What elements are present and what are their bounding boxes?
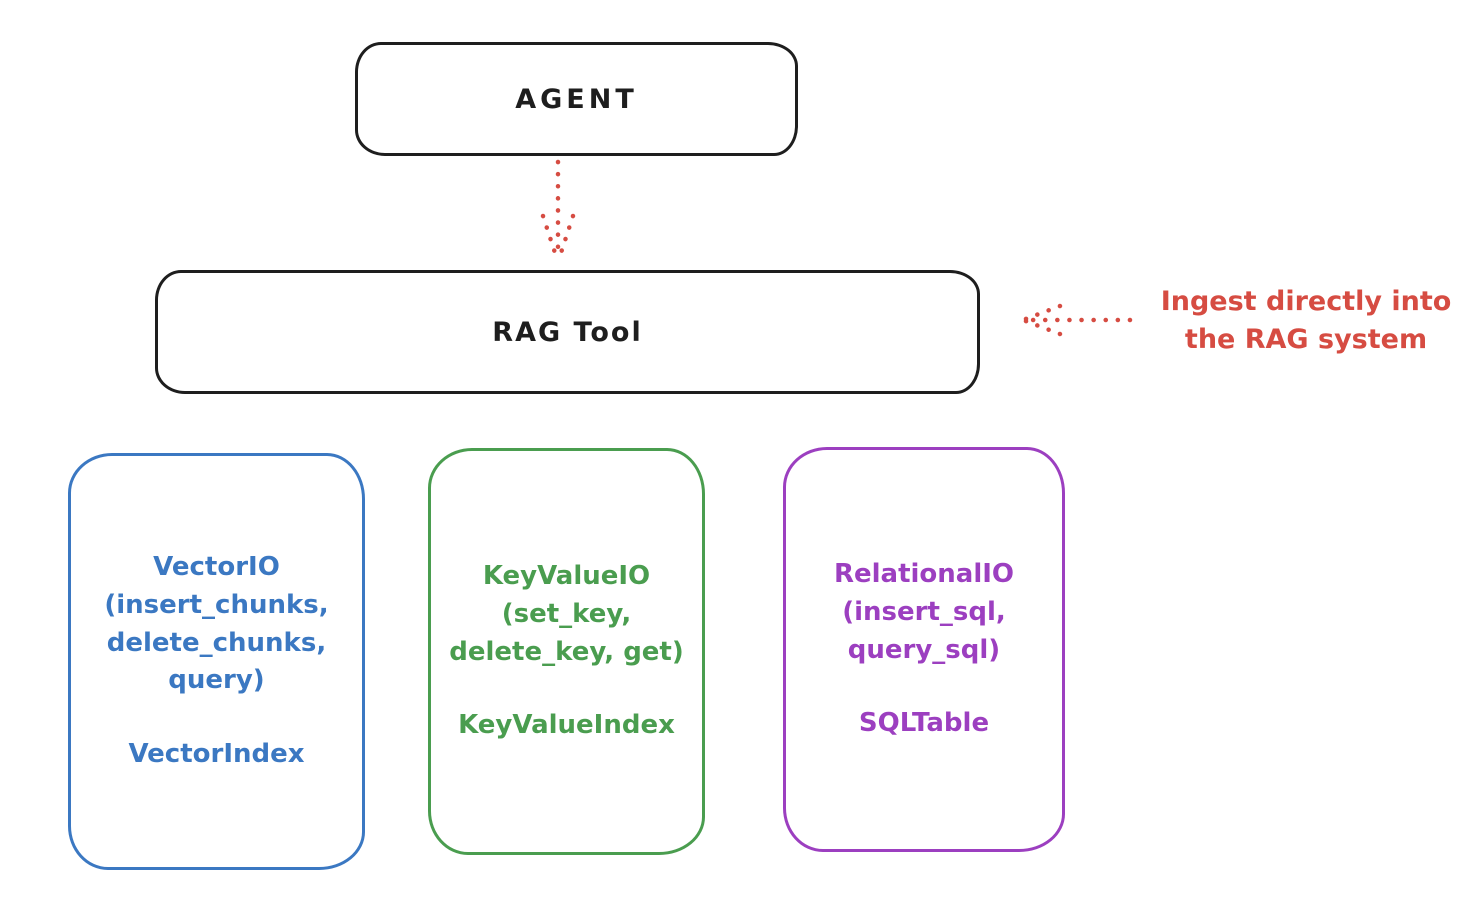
annotation-text: Ingest directly into the RAG system — [1160, 286, 1452, 355]
agent-label: AGENT — [515, 83, 638, 115]
agent-to-rag-tool-arrow — [540, 159, 576, 262]
keyvalue-index-label: KeyValueIndex — [458, 710, 675, 741]
vector-io-title: VectorIO (insert_chunks, delete_chunks, … — [104, 552, 329, 696]
vector-io-box: VectorIO (insert_chunks, delete_chunks, … — [68, 453, 365, 870]
keyvalue-io-title: KeyValueIO (set_key, delete_key, get) — [449, 561, 684, 667]
annotation-to-rag-tool-arrow — [1020, 303, 1133, 337]
relational-io-title: RelationalIO (insert_sql, query_sql) — [833, 559, 1015, 665]
sqltable-label: SQLTable — [858, 708, 990, 739]
vector-index-label: VectorIndex — [128, 739, 305, 770]
relational-io-box: RelationalIO (insert_sql, query_sql) SQL… — [783, 447, 1065, 852]
keyvalue-io-box: KeyValueIO (set_key, delete_key, get) Ke… — [428, 448, 705, 855]
rag-tool-box: RAG Tool — [155, 270, 980, 394]
agent-box: AGENT — [355, 42, 798, 156]
rag-tool-label: RAG Tool — [492, 316, 643, 348]
